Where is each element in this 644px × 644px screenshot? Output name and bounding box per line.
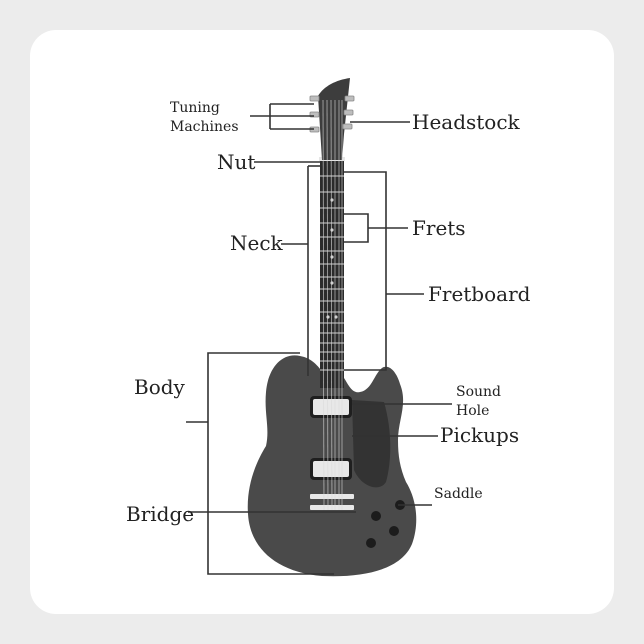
control-knobs — [366, 500, 405, 548]
labels: Tuning Machines Headstock Nut Neck Frets… — [126, 100, 531, 526]
fretboard-bracket — [344, 171, 387, 371]
bridge-label: Bridge — [126, 502, 194, 526]
neck-label: Neck — [230, 231, 284, 255]
frets-bracket — [344, 213, 369, 243]
fretboard-label: Fretboard — [428, 282, 531, 306]
saddle-label: Saddle — [434, 486, 483, 502]
sound-hole-label-line2: Hole — [456, 403, 489, 419]
leader-lines — [186, 103, 452, 575]
strings — [322, 99, 343, 511]
neck-pickup-cover — [313, 399, 349, 415]
pickguard — [352, 400, 391, 488]
frets — [320, 175, 344, 371]
bridge-pickup-cover — [313, 461, 349, 477]
tuning-machines-label-line2: Machines — [170, 119, 239, 135]
fretboard — [320, 160, 344, 388]
nut-label: Nut — [217, 150, 255, 174]
guitar-illustration — [247, 78, 417, 577]
headstock-label: Headstock — [412, 110, 521, 134]
sound-hole-label-line1: Sound — [456, 384, 501, 400]
body-bracket — [207, 352, 334, 575]
frets-label: Frets — [412, 216, 466, 240]
tuning-machines-label-line1: Tuning — [170, 100, 220, 116]
pickups-label: Pickups — [440, 423, 519, 447]
body-label: Body — [134, 375, 186, 399]
